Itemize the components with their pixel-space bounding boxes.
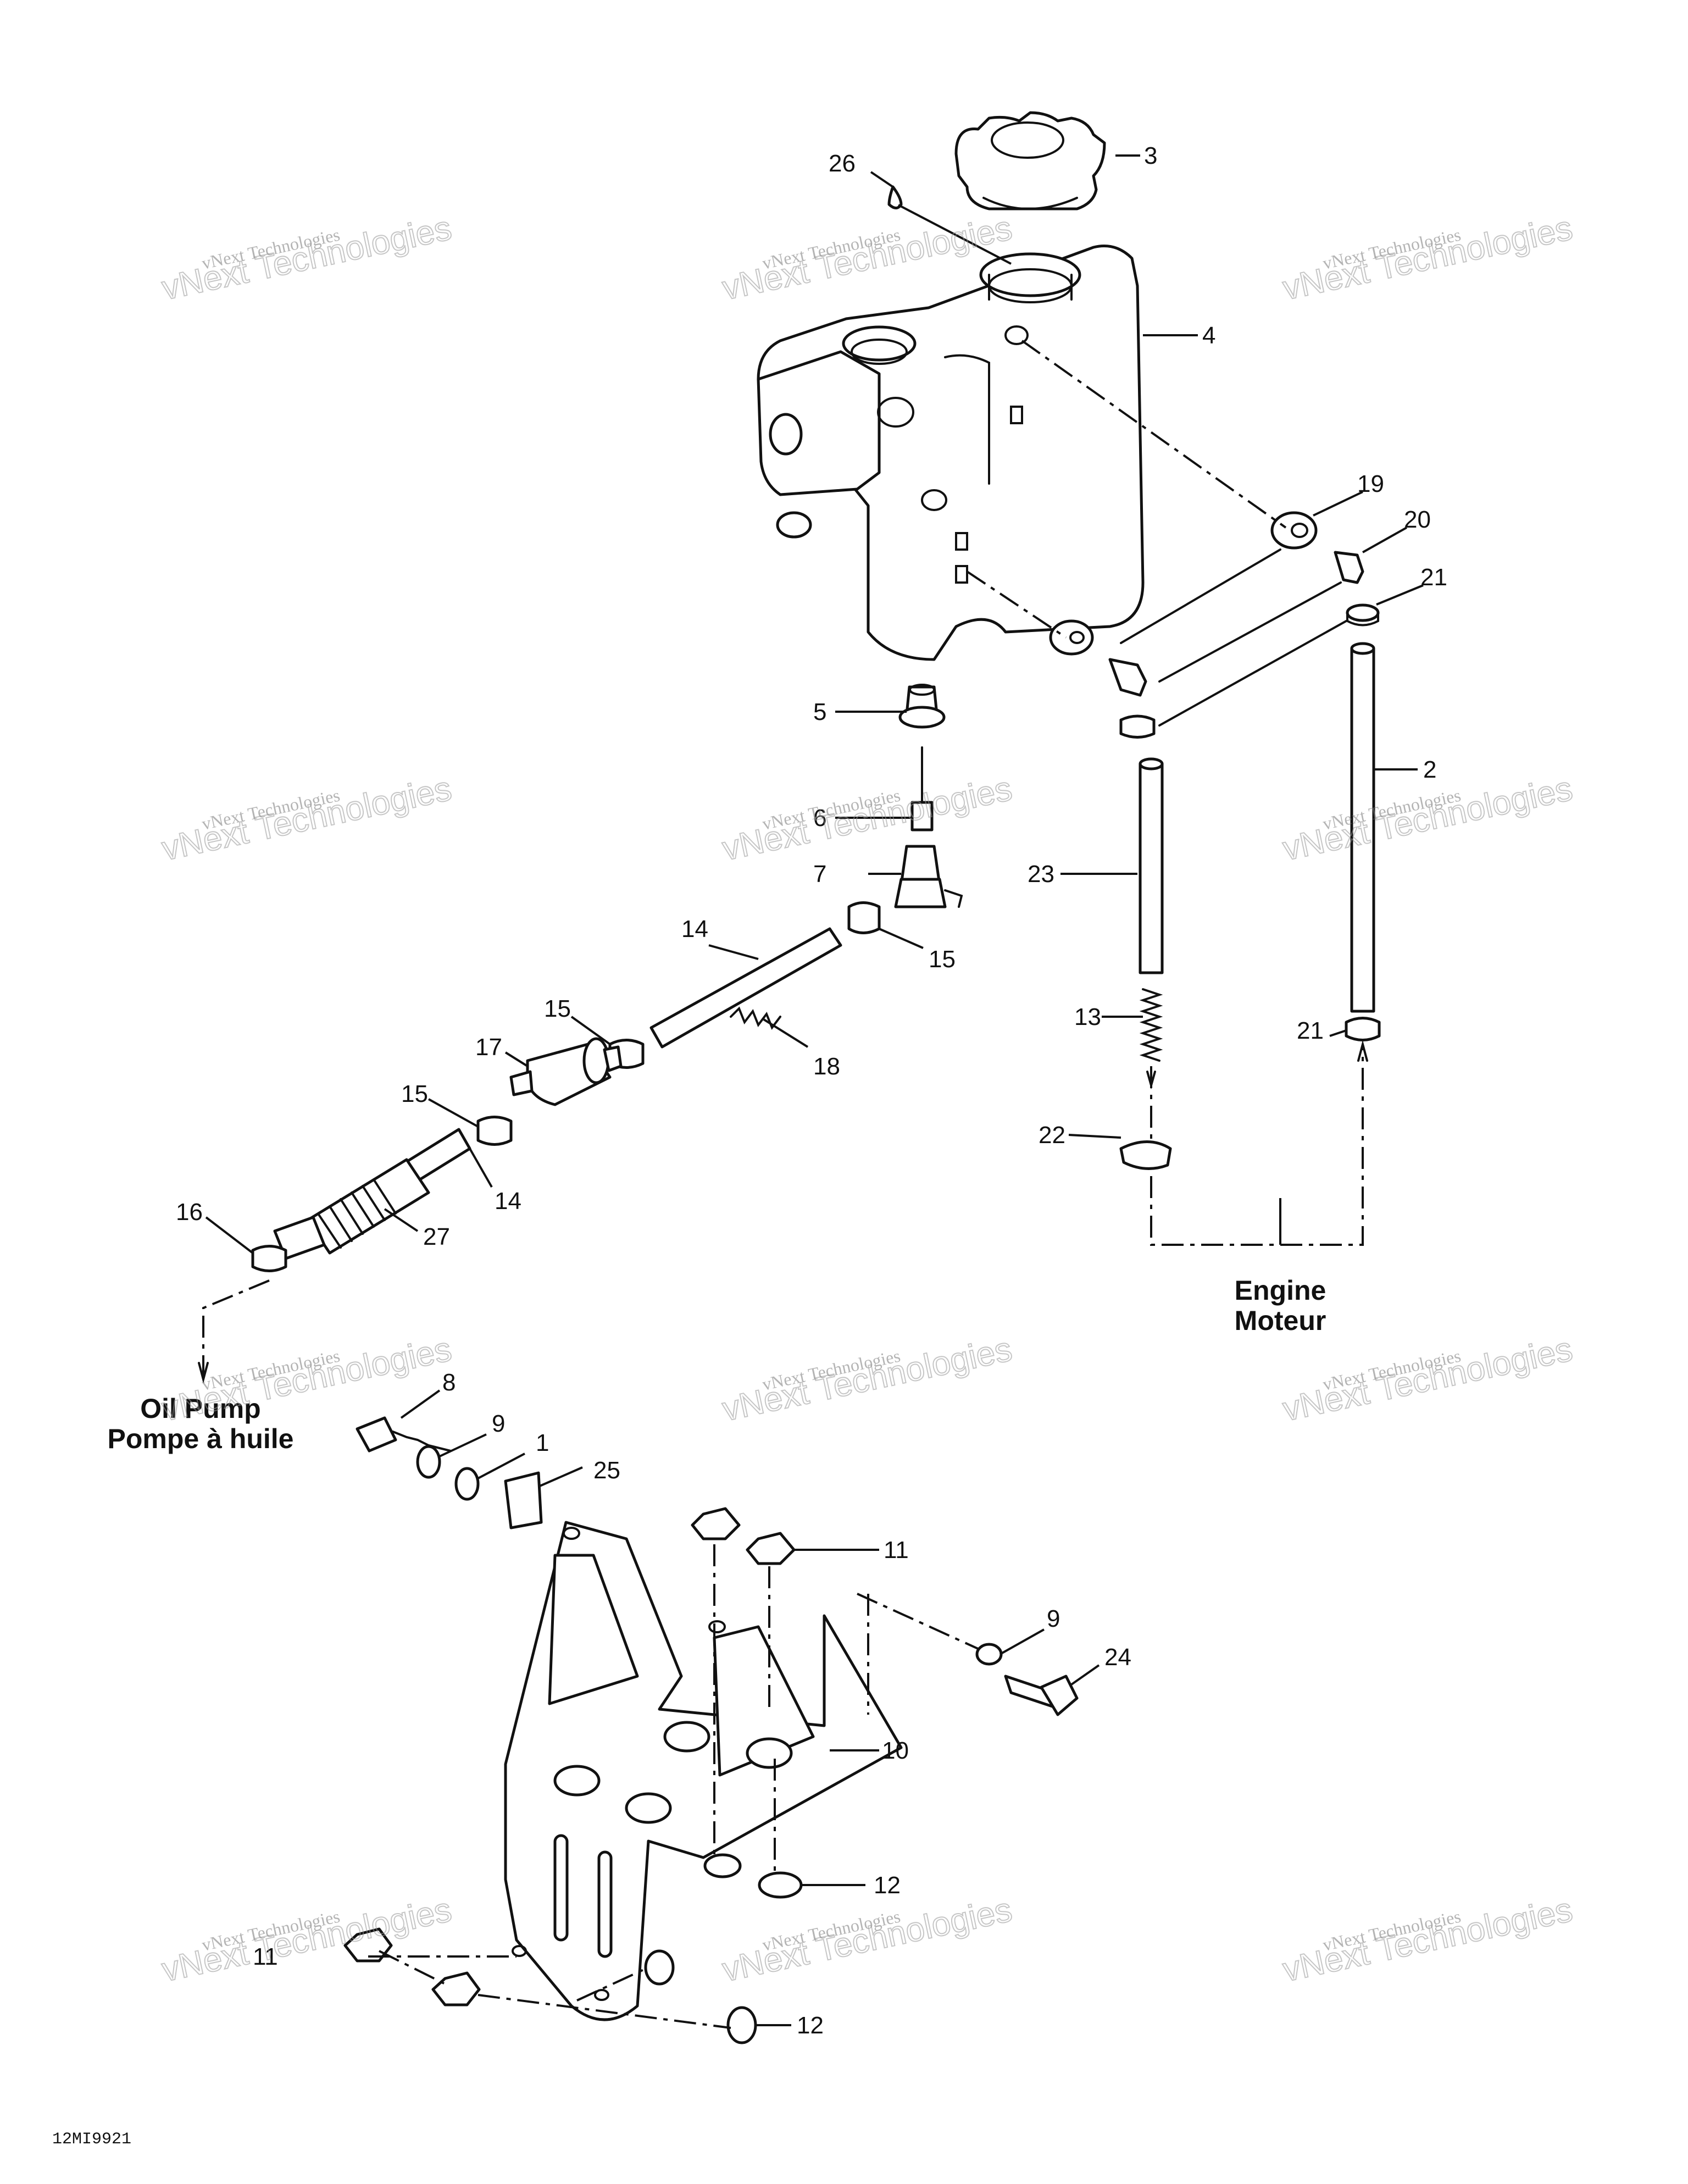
callout-8: 8 — [442, 1369, 456, 1396]
callout-11-top: 11 — [884, 1537, 909, 1564]
engine-return-line — [1150, 1044, 1364, 1246]
engine-label-en: Engine — [1235, 1275, 1326, 1306]
callout-12-lower: 12 — [797, 2012, 824, 2039]
figure-code: 12MI9921 — [52, 2130, 131, 2149]
callout-22: 22 — [1039, 1122, 1065, 1149]
callout-12-upper: 12 — [874, 1872, 901, 1899]
callout-11-bottom: 11 — [253, 1943, 278, 1970]
callout-15-right: 15 — [929, 946, 956, 973]
callout-10: 10 — [882, 1737, 909, 1764]
callout-27: 27 — [423, 1223, 450, 1250]
callout-14-lower: 14 — [495, 1188, 521, 1215]
callout-20: 20 — [1404, 506, 1431, 533]
callout-1: 1 — [536, 1429, 549, 1456]
callout-9-right: 9 — [1047, 1605, 1060, 1632]
callout-17: 17 — [475, 1034, 502, 1061]
callout-6: 6 — [813, 805, 826, 832]
callout-13: 13 — [1074, 1004, 1101, 1030]
callout-15-lower: 15 — [401, 1080, 428, 1107]
callout-4: 4 — [1202, 322, 1215, 349]
bracket-fasteners — [343, 1416, 1079, 2044]
sealing-drop — [887, 185, 903, 209]
callout-16: 16 — [176, 1199, 203, 1226]
callout-24: 24 — [1104, 1644, 1131, 1671]
tank-cap — [954, 111, 1106, 210]
filter-line — [251, 901, 881, 1272]
tank-to-fitting-19-line — [1021, 340, 1287, 529]
callout-2: 2 — [1423, 756, 1436, 783]
oil-tank — [757, 245, 1145, 661]
callout-14-upper: 14 — [681, 916, 708, 943]
callout-21-upper: 21 — [1420, 564, 1447, 591]
callout-25: 25 — [593, 1457, 620, 1484]
callout-7: 7 — [813, 861, 826, 888]
callout-26: 26 — [829, 150, 856, 177]
callout-23: 23 — [1028, 861, 1054, 888]
callout-5: 5 — [813, 699, 826, 725]
callout-18: 18 — [813, 1053, 840, 1080]
drain-valve — [894, 746, 963, 908]
oil-pump-line — [202, 1279, 270, 1379]
callout-15-mid: 15 — [544, 995, 571, 1022]
callout-labels: 26 3 4 19 20 21 2 5 6 7 23 14 15 15 17 1… — [176, 142, 1447, 2039]
oil-pump-label-en: Oil Pump — [140, 1393, 260, 1424]
callout-3: 3 — [1144, 142, 1157, 169]
callout-19: 19 — [1357, 470, 1384, 497]
outlet-grommet — [898, 684, 946, 729]
mounting-bracket — [504, 1521, 903, 2021]
oil-pump-label-fr: Pompe à huile — [108, 1423, 294, 1454]
callout-21-lower: 21 — [1297, 1017, 1324, 1044]
tank-to-fitting-lower-line — [966, 570, 1067, 639]
callout-leaders — [205, 154, 1424, 2026]
callout-9-left: 9 — [492, 1410, 505, 1437]
right-fittings — [1049, 511, 1381, 1170]
engine-label-fr: Moteur — [1235, 1305, 1326, 1336]
